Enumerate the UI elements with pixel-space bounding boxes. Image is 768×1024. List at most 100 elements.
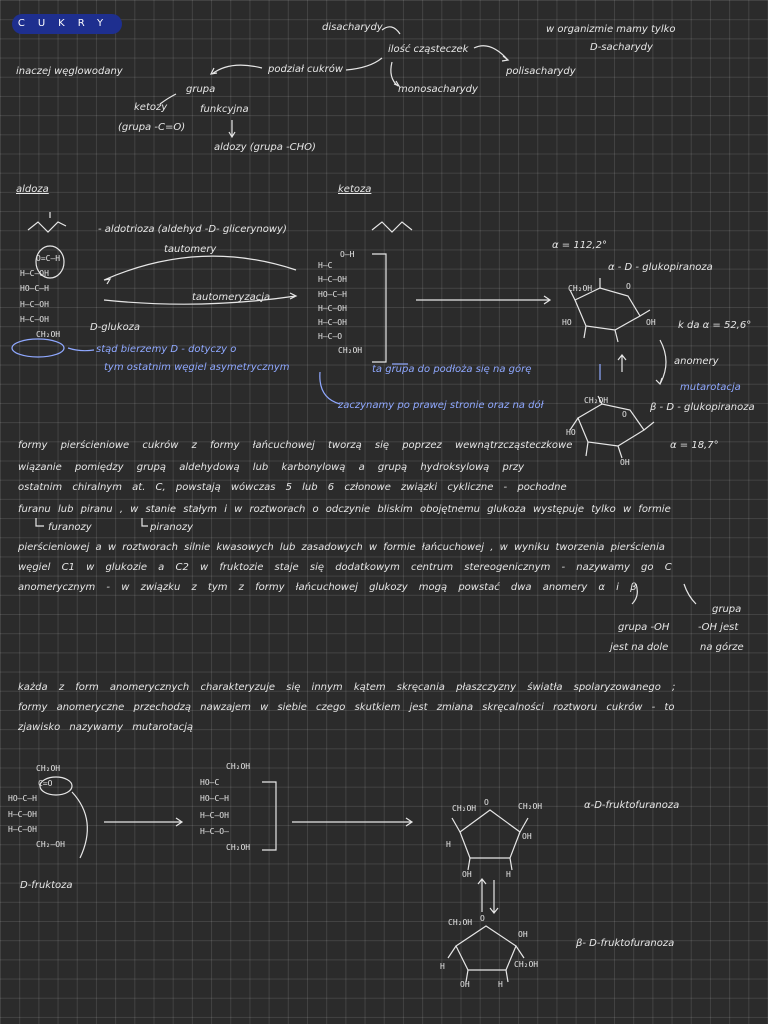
bfru-oh-bottom: OH bbox=[460, 980, 470, 989]
afru-o: O bbox=[484, 798, 489, 807]
ilosc-label: ilość cząsteczek bbox=[388, 44, 469, 55]
afru-ch2oh-right: CH₂OH bbox=[518, 802, 543, 811]
grupa-label: grupa bbox=[186, 84, 216, 95]
arrow-tautomery bbox=[103, 255, 297, 285]
zaczynamy-note: zaczynamy po prawej stronie oraz na dół bbox=[338, 400, 544, 411]
title-badge: CUKRY bbox=[12, 14, 122, 34]
mutarotacja-label: mutarotacja bbox=[680, 382, 741, 393]
tautomeryzacja-label: tautomeryzacja bbox=[192, 292, 271, 303]
arrow-up-anomer bbox=[617, 354, 627, 372]
para1-line4: furanu lub piranu , w stanie stałym i w … bbox=[18, 504, 671, 515]
open-c1: H—C bbox=[318, 261, 333, 271]
eq-arrow-up bbox=[477, 878, 487, 912]
open-c4: H—C—OH bbox=[318, 303, 347, 313]
alpha-fructofuranose-ring bbox=[459, 809, 521, 859]
hook-piranozy bbox=[141, 518, 148, 527]
beta-rotation: α = 18,7° bbox=[670, 440, 719, 451]
bfru-oh: OH bbox=[518, 930, 528, 939]
glucose-c6: CH₂OH bbox=[36, 329, 61, 339]
alpha-ring-oh: OH bbox=[646, 318, 656, 327]
fructose-carbonyl-circle bbox=[39, 776, 73, 796]
alpha-fruktofuranoza-label: α-D-fruktofuranoza bbox=[584, 800, 680, 811]
inaczej-label: inaczej węglowodany bbox=[16, 66, 123, 77]
glucose-chain: O=C—H H—C—OH HO—C—H H—C—OH H—C—OH CH₂OH bbox=[20, 254, 60, 339]
piranozy-label: piranozy bbox=[150, 522, 193, 533]
alpha-glucopyranose-name: α - D - glukopiranoza bbox=[608, 262, 713, 273]
pointer-d-glukoza bbox=[67, 347, 95, 352]
glucose-c2: H—C—OH bbox=[20, 269, 49, 279]
afru-h: H bbox=[446, 840, 451, 849]
afru-ch2oh-left: CH₂OH bbox=[452, 804, 477, 813]
beta-ring bbox=[577, 403, 645, 447]
afru-h-bottom: H bbox=[506, 870, 511, 879]
bfru-h: H bbox=[440, 962, 445, 971]
fructose-curve bbox=[71, 791, 88, 859]
na-gorze: na górze bbox=[700, 642, 744, 653]
grupa-note: ta grupa do podłoża się na górę bbox=[372, 364, 532, 375]
hook-furanozy bbox=[35, 518, 44, 527]
fructose-open-c2: HO—C bbox=[200, 778, 220, 788]
open-o-h: O—H bbox=[340, 250, 355, 259]
glucose-c3: HO—C—H bbox=[20, 284, 49, 294]
arrow-podzial bbox=[345, 57, 383, 71]
fructose-open-c6: CH₂OH bbox=[226, 842, 251, 852]
beta-fruktofuranoza-label: β- D-fruktofuranoza bbox=[576, 938, 675, 949]
jest-na-dole: jest na dole bbox=[610, 642, 669, 653]
arrow-monosacharydy bbox=[390, 61, 401, 88]
fructose-open-c1: CH₂OH bbox=[226, 762, 251, 771]
arrow-to-ring bbox=[416, 295, 552, 305]
alpha-ring-ch2oh: CH₂OH bbox=[568, 284, 593, 293]
carbonyl-circle bbox=[35, 245, 65, 279]
fructose-open-c3: HO—C—H bbox=[200, 794, 229, 804]
aldozy-label: aldozy (grupa -CHO) bbox=[214, 142, 316, 153]
da-alpha: k da α = 52,6° bbox=[678, 320, 752, 331]
arrow-aldozy bbox=[228, 120, 236, 139]
fructose-open-c4: H—C—OH bbox=[200, 810, 229, 820]
afru-oh: OH bbox=[522, 832, 532, 841]
alpha-ring-o: O bbox=[626, 282, 631, 291]
para1-line7: anomerycznym - w związku z tym z formy ł… bbox=[18, 582, 637, 593]
polisacharydy-label: polisacharydy bbox=[506, 66, 576, 77]
anomery-label: anomery bbox=[674, 356, 719, 367]
fructose-open-chain: CH₂OH HO—C HO—C—H H—C—OH H—C—O— CH₂OH bbox=[200, 762, 250, 852]
fructose-open-c5: H—C—O— bbox=[200, 826, 229, 836]
curve-beta bbox=[683, 583, 697, 605]
glucose-c1: O=C—H bbox=[36, 254, 61, 263]
d-glukoza-label: D-glukoza bbox=[90, 322, 141, 333]
grupa-oh-beta: -OH jest bbox=[698, 622, 739, 633]
para2-line2: formy anomeryczne przechodzą nawzajem w … bbox=[18, 702, 675, 713]
bfru-ch2oh-right: CH₂OH bbox=[514, 960, 539, 969]
tautomery-label: tautomery bbox=[164, 244, 217, 255]
arrow-fructose-2 bbox=[292, 817, 414, 827]
furanozy-label: furanozy bbox=[48, 522, 92, 533]
d-fruktoza-label: D-fruktoza bbox=[20, 880, 73, 891]
glucose-c4: H—C—OH bbox=[20, 299, 49, 309]
bfru-o: O bbox=[480, 914, 485, 923]
alpha-ring bbox=[574, 287, 641, 331]
glucose-open-chain: O—H H—C H—C—OH HO—C—H H—C—OH H—C—OH H—C—… bbox=[318, 250, 362, 356]
bfru-h-bottom: H bbox=[498, 980, 503, 989]
alpha-ring-ho: HO bbox=[562, 318, 572, 327]
note-arrow bbox=[319, 371, 341, 405]
beta-glucopyranose-name: β - D - glukopiranoza bbox=[650, 402, 755, 413]
anomer-curve bbox=[655, 339, 667, 386]
fructose-c4: H—C—OH bbox=[8, 809, 37, 819]
aldoza-heading: aldoza bbox=[16, 184, 49, 195]
grupa-right-label: grupa bbox=[712, 604, 742, 615]
organizm-line2: D-sacharydy bbox=[590, 42, 653, 53]
stad-note-1: stąd bierzemy D - dotyczy o bbox=[96, 344, 237, 355]
arrow-grupa bbox=[209, 64, 263, 75]
aldotrioza-label: - aldotrioza (aldehyd -D- glicerynowy) bbox=[98, 224, 287, 235]
fructose-c5: H—C—OH bbox=[8, 824, 37, 834]
beta-ring-o: O bbox=[622, 410, 627, 419]
curve-alpha bbox=[631, 583, 638, 605]
beta-ring-oh: OH bbox=[620, 458, 630, 467]
arrow-polisacharydy bbox=[473, 45, 510, 62]
arrow-tautomeryzacja bbox=[103, 292, 298, 305]
beta-ring-ch2oh: CH₂OH bbox=[584, 396, 609, 405]
fructose-bracket bbox=[262, 781, 277, 851]
open-c2: H—C—OH bbox=[318, 275, 347, 285]
arrow-fructose-1 bbox=[104, 817, 184, 827]
arrow-disacharydy bbox=[381, 26, 401, 35]
